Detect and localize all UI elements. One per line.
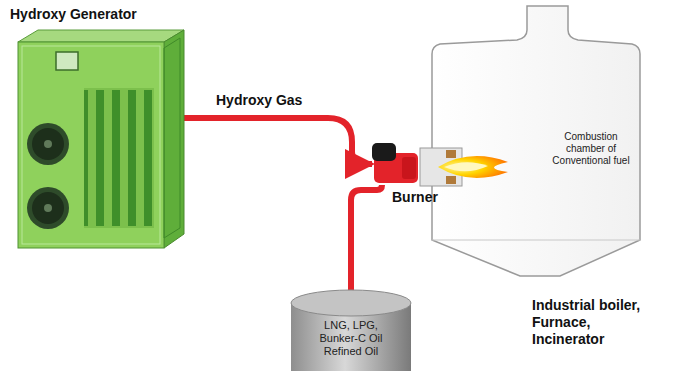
- boiler-vessel: Combustion chamber of Conventional fuelI…: [432, 45, 640, 240]
- pipe-label: Hydroxy Gas: [214, 92, 304, 108]
- fuel-tank: LNG, LPG, Bunker-C Oil Refined Oil: [290, 289, 412, 371]
- node-shape: [14, 28, 186, 250]
- node-text: Combustion chamber of Conventional fuel: [548, 131, 634, 167]
- node-shape: [372, 143, 420, 185]
- burner-box: Burner: [372, 143, 420, 185]
- generator-box: Hydroxy Generator: [8, 4, 184, 250]
- node-shape: [432, 45, 640, 240]
- node-text: Burner: [392, 189, 438, 206]
- node-text: Hydroxy Generator: [10, 6, 137, 23]
- node-text: Industrial boiler, Furnace, Incinerator: [532, 297, 664, 348]
- gas-pipe: [351, 185, 382, 292]
- gas-pipe: [182, 118, 372, 164]
- node-text: LNG, LPG, Bunker-C Oil Refined Oil: [310, 319, 392, 358]
